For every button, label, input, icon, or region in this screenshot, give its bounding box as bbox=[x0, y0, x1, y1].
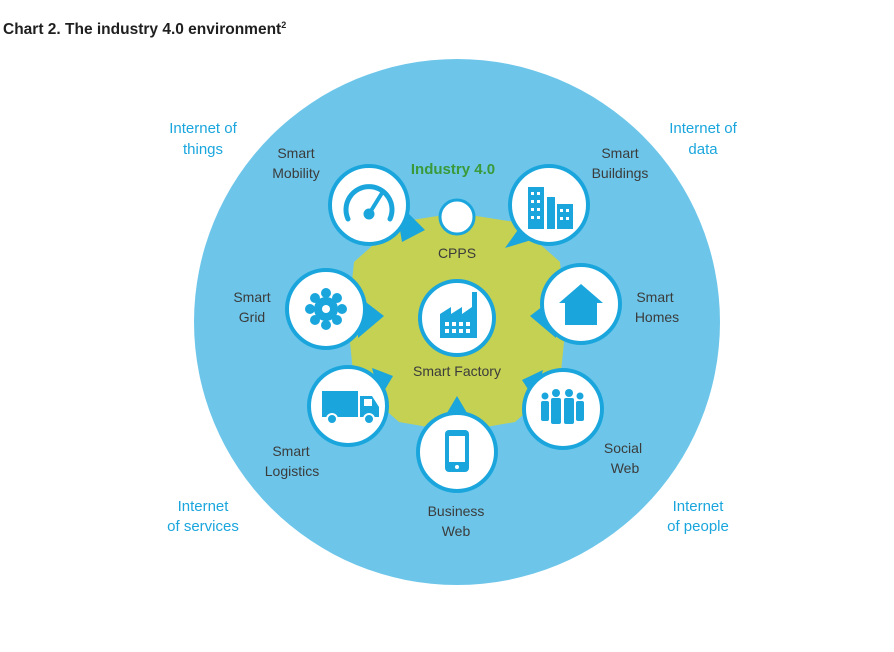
business-label-1: Business bbox=[428, 503, 485, 519]
social-label-1: Social bbox=[604, 440, 642, 456]
internet-services-label-1: Internet bbox=[178, 498, 230, 515]
people-icon bbox=[541, 389, 584, 424]
internet-things-label-1: Internet of bbox=[169, 120, 237, 137]
buildings-icon bbox=[528, 187, 573, 229]
internet-services-label-2: of services bbox=[167, 518, 239, 535]
house-icon bbox=[559, 284, 603, 325]
social-label-2: Web bbox=[611, 460, 640, 476]
industry-label: Industry 4.0 bbox=[411, 161, 495, 178]
smart-factory-label: Smart Factory bbox=[413, 363, 501, 379]
grid-label-2: Grid bbox=[239, 309, 265, 325]
buildings-label-1: Smart bbox=[601, 145, 638, 161]
homes-label-1: Smart bbox=[636, 289, 673, 305]
gear-flower-icon bbox=[305, 288, 347, 330]
social-circle bbox=[522, 368, 604, 450]
business-label-2: Web bbox=[442, 523, 471, 539]
internet-people-label-2: of people bbox=[667, 518, 729, 535]
factory-icon bbox=[440, 292, 477, 338]
mobility-circle bbox=[328, 164, 410, 246]
internet-data-label-2: data bbox=[688, 141, 718, 158]
grid-label-1: Smart bbox=[233, 289, 270, 305]
buildings-label-2: Buildings bbox=[592, 165, 649, 181]
homes-label-2: Homes bbox=[635, 309, 679, 325]
truck-icon bbox=[322, 391, 379, 425]
cpps-label: CPPS bbox=[438, 245, 476, 261]
mobility-label-1: Smart bbox=[277, 145, 314, 161]
cpps-node bbox=[438, 198, 476, 236]
chart-title: Chart 2. The industry 4.0 environment2 bbox=[3, 20, 287, 39]
logistics-label-2: Logistics bbox=[265, 463, 319, 479]
internet-things-label-2: things bbox=[183, 141, 223, 158]
tab-logistics bbox=[372, 368, 393, 398]
internet-data-label-1: Internet of bbox=[669, 120, 737, 137]
speedometer-icon bbox=[343, 184, 395, 222]
internet-people-label-1: Internet bbox=[673, 498, 725, 515]
smartphone-icon bbox=[445, 430, 469, 472]
mobility-label-2: Mobility bbox=[272, 165, 319, 181]
logistics-label-1: Smart bbox=[272, 443, 309, 459]
